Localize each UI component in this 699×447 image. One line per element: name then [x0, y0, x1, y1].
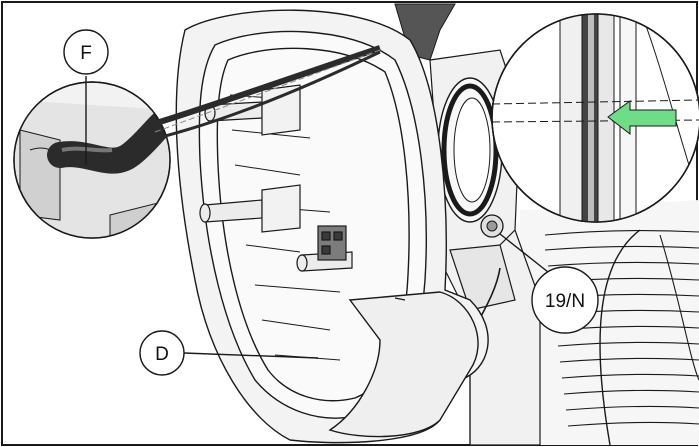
zoom-inset-right: [491, 13, 699, 223]
callout-19n: 19/N: [499, 233, 599, 334]
callout-f: F: [63, 29, 109, 165]
vent-tube: [149, 45, 381, 142]
bolt-19n: [480, 214, 504, 238]
callout-d-label: D: [155, 344, 169, 365]
seal-ring: [437, 77, 503, 223]
callout-19n-label: 19/N: [545, 291, 585, 312]
connector: [317, 225, 347, 261]
mounting-studs: [199, 84, 353, 272]
green-arrow-icon: [607, 100, 677, 136]
callout-d: D: [139, 330, 319, 376]
callout-f-label: F: [80, 43, 92, 64]
